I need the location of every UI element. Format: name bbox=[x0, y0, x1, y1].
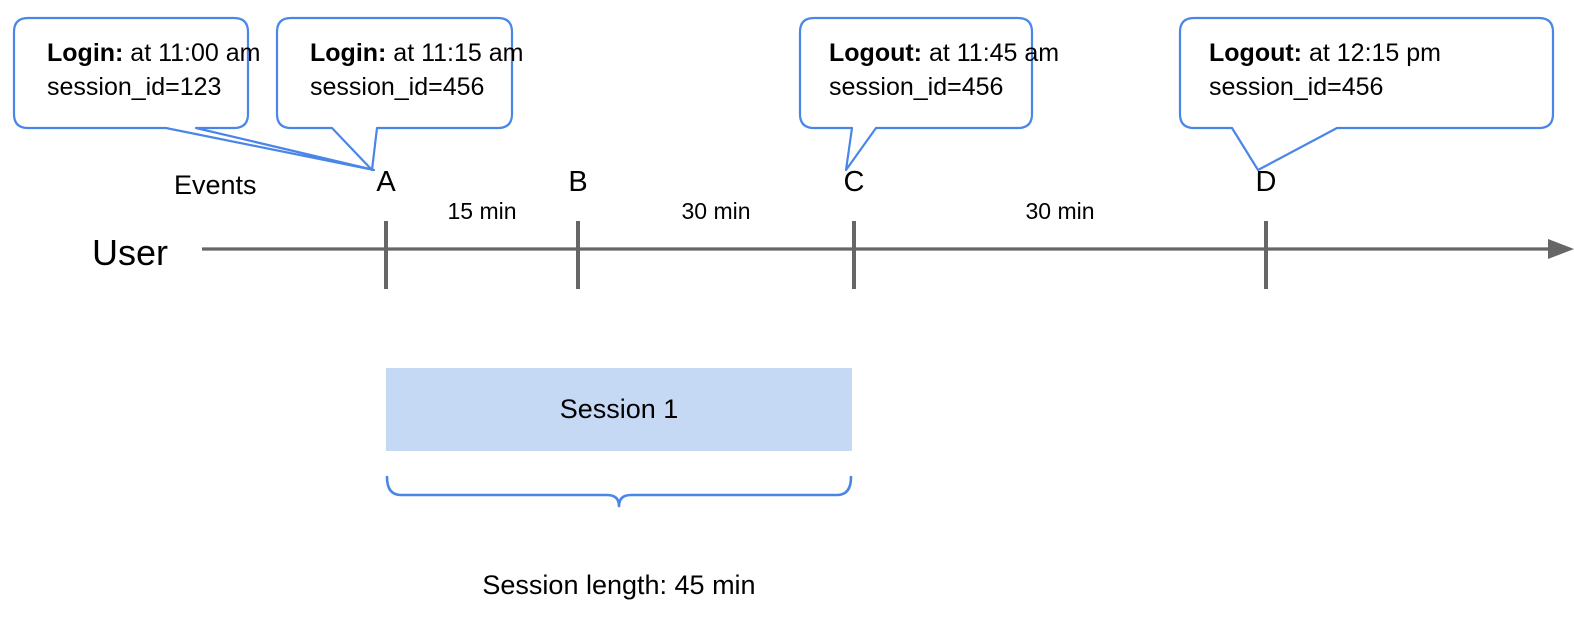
callout-text-3: Logout: at 11:45 am session_id=456 bbox=[829, 36, 1059, 104]
callout-text-2: Login: at 11:15 am session_id=456 bbox=[310, 36, 523, 104]
callout-session-3: session_id=456 bbox=[829, 73, 1004, 101]
lane-label-events: Events bbox=[174, 170, 257, 200]
timeline-arrowhead bbox=[1548, 239, 1574, 259]
callout-session-2: session_id=456 bbox=[310, 73, 485, 101]
callout-time-1: at 11:00 am bbox=[123, 39, 261, 67]
callout-time-2: at 11:15 am bbox=[386, 39, 524, 67]
marker-label-b: B bbox=[568, 166, 588, 198]
lane-label-user: User bbox=[92, 232, 169, 273]
session-length-caption: Session length: 45 min bbox=[482, 570, 756, 600]
marker-label-c: C bbox=[843, 166, 865, 198]
callout-time-3: at 11:45 am bbox=[922, 39, 1060, 67]
marker-label-d: D bbox=[1255, 166, 1277, 198]
marker-label-a: A bbox=[376, 166, 396, 198]
callout-session-1: session_id=123 bbox=[47, 73, 222, 101]
callout-event-type-3: Logout: bbox=[829, 39, 923, 67]
callout-time-4: at 12:15 pm bbox=[1302, 39, 1441, 67]
session-bar: Session 1 bbox=[386, 368, 852, 451]
callout-event-type-4: Logout: bbox=[1209, 39, 1303, 67]
session-bar-label: Session 1 bbox=[559, 394, 679, 424]
interval-label-ab: 15 min bbox=[447, 198, 517, 224]
session-span-brace bbox=[385, 475, 853, 508]
callout-text-1: Login: at 11:00 am session_id=123 bbox=[47, 36, 260, 104]
interval-label-cd: 30 min bbox=[1025, 198, 1095, 224]
callout-event-type-2: Login: bbox=[310, 39, 387, 67]
interval-label-bc: 30 min bbox=[681, 198, 751, 224]
callout-session-4: session_id=456 bbox=[1209, 73, 1384, 101]
callout-event-type-1: Login: bbox=[47, 39, 124, 67]
callout-text-4: Logout: at 12:15 pm session_id=456 bbox=[1209, 36, 1441, 104]
